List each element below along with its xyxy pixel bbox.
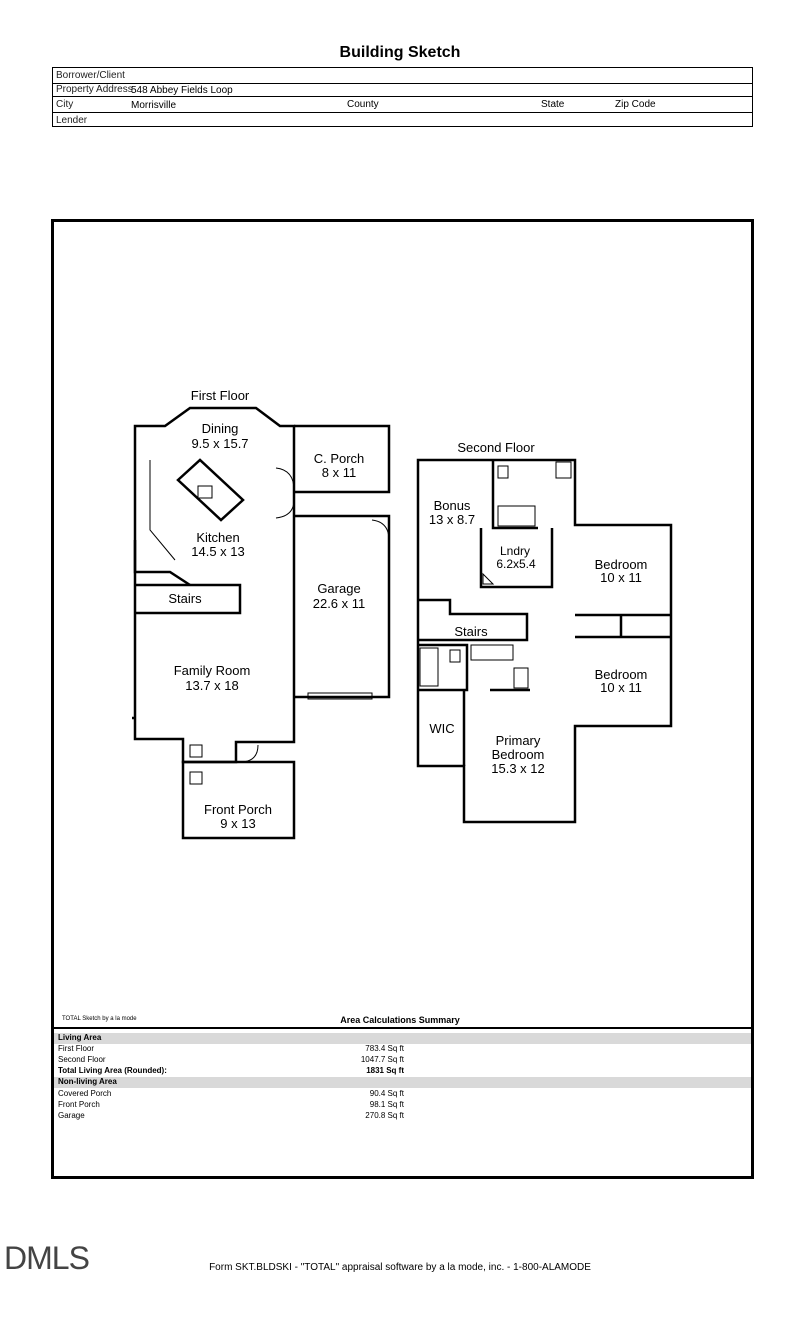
kitchen-island (176, 458, 245, 522)
bonus-wall (491, 460, 538, 530)
laundry-label: Lndry (500, 544, 530, 558)
bedroom-1-label: Bedroom (595, 557, 648, 572)
cporch-dim: 8 x 11 (322, 465, 356, 480)
kitchen-dim: 14.5 x 13 (191, 544, 245, 559)
garage-door (307, 692, 373, 700)
stairs-2-label: Stairs (454, 624, 488, 639)
second-floor-outline (416, 458, 673, 824)
city-value: Morrisville (131, 100, 176, 111)
sketch-credit: TOTAL Sketch by a la mode (62, 1016, 137, 1022)
tub-icon (419, 505, 536, 687)
county-label: County (347, 99, 379, 110)
bath-wall (418, 643, 469, 766)
family-room-label: Family Room (174, 663, 251, 678)
state-label: State (541, 99, 565, 110)
bedroom-1-dim: 10 x 11 (600, 570, 642, 585)
page-title: Building Sketch (339, 44, 461, 61)
bedroom-wall (575, 613, 671, 639)
stairs-2-outline (418, 598, 529, 642)
vanity-icon (470, 461, 572, 661)
primary-bedroom-label-1: Primary (496, 733, 541, 748)
property-address-label: Property Address (56, 84, 133, 95)
borrower-label: Borrower/Client (56, 70, 125, 81)
stairs-1-label: Stairs (168, 591, 202, 606)
bedroom-2-label: Bedroom (595, 667, 648, 682)
sketch-frame (51, 219, 754, 1179)
laundry-dim: 6.2x5.4 (496, 557, 536, 571)
bonus-dim: 13 x 8.7 (429, 512, 475, 527)
zip-code-label: Zip Code (615, 99, 656, 110)
first-floor-outline (132, 406, 296, 764)
floor-plan-sketch: First Floor Second Floor Dining 9.5 x 15… (132, 388, 673, 840)
kitchen-counter (133, 540, 191, 587)
bonus-label: Bonus (434, 498, 471, 513)
dmls-logo: DMLS (4, 1240, 90, 1276)
garage-label: Garage (317, 581, 360, 596)
family-room-dim: 13.7 x 18 (185, 678, 239, 693)
lender-label: Lender (56, 115, 88, 126)
covered-porch-outline (294, 424, 391, 494)
dining-dim: 9.5 x 15.7 (191, 436, 248, 451)
hvac-icon (482, 572, 529, 689)
door-swing-icon (239, 467, 390, 763)
cporch-label: C. Porch (314, 451, 365, 466)
sink-icon (197, 485, 213, 499)
summary-divider (54, 1027, 751, 1029)
wic-label: WIC (429, 721, 454, 736)
garage-outline (294, 514, 391, 699)
property-address-value: 548 Abbey Fields Loop (131, 85, 233, 96)
primary-bedroom-label-2: Bedroom (492, 747, 545, 762)
form-footer: Form SKT.BLDSKI - "TOTAL" appraisal soft… (209, 1262, 591, 1273)
bedroom-2-dim: 10 x 11 (600, 680, 642, 695)
primary-bedroom-dim: 15.3 x 12 (491, 761, 545, 776)
area-summary-title: Area Calculations Summary (340, 1015, 460, 1025)
stairs-1-outline (135, 583, 242, 615)
property-header-table: Borrower/Client Property Address 548 Abb… (52, 67, 753, 127)
nonliving-area-header: Non-living Area (54, 1077, 751, 1088)
front-porch-label: Front Porch (204, 802, 272, 817)
living-area-header: Living Area (54, 1033, 751, 1044)
counter-detail (149, 460, 176, 561)
laundry-outline (479, 528, 554, 589)
garage-dim: 22.6 x 11 (313, 596, 366, 611)
total-living-row: Total Living Area (Rounded):1831 Sq ft (58, 1066, 404, 1075)
front-porch-outline (181, 760, 296, 840)
dining-label: Dining (202, 421, 239, 436)
second-floor-label: Second Floor (457, 440, 535, 455)
city-label: City (56, 99, 74, 110)
front-porch-dim: 9 x 13 (220, 816, 255, 831)
kitchen-label: Kitchen (196, 530, 239, 545)
toilet-icon (189, 465, 509, 785)
first-floor-label: First Floor (191, 388, 250, 403)
